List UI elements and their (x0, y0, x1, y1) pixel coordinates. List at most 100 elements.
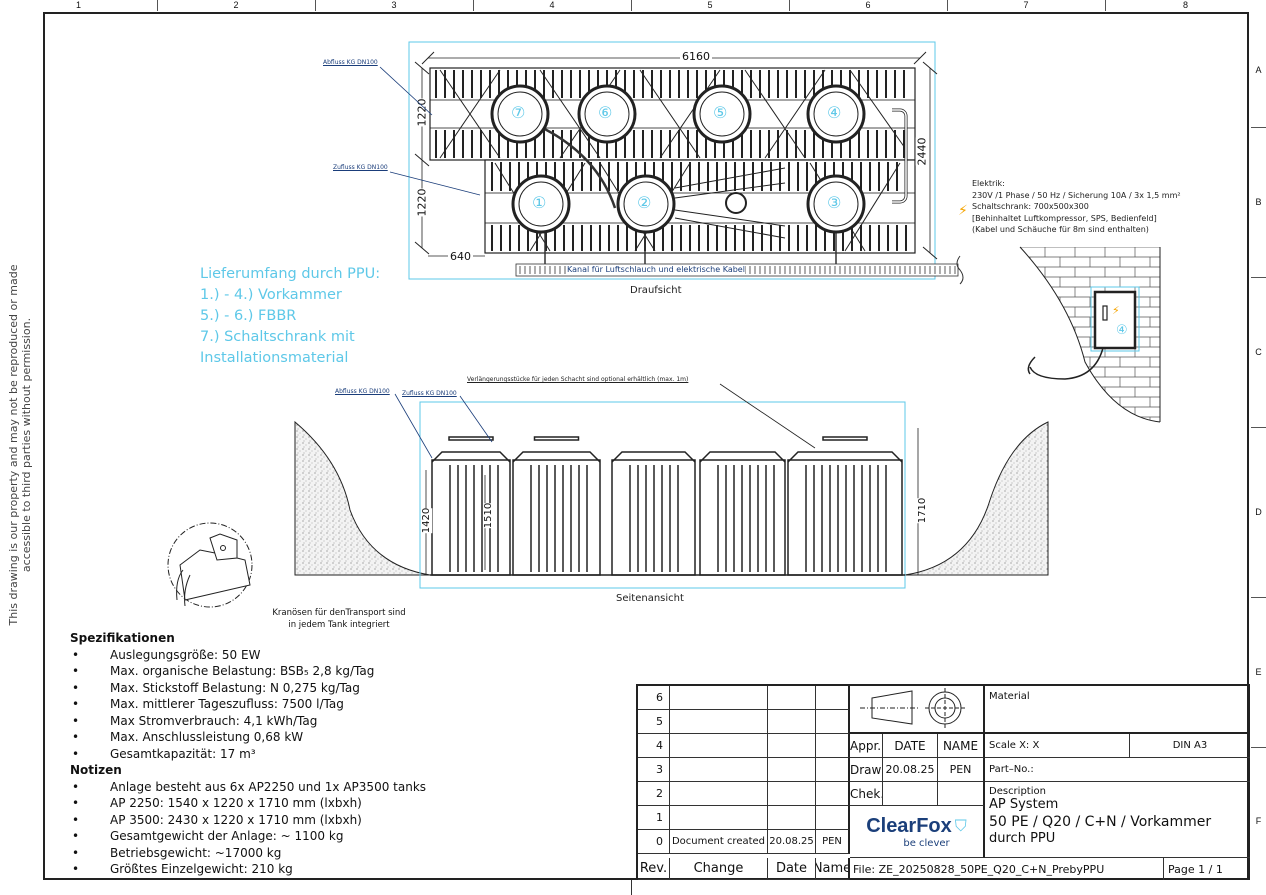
revision-name (816, 710, 850, 734)
revision-name (816, 734, 850, 758)
logo-wordmark: ClearFox (866, 814, 952, 837)
copyright-notice: This drawing is our property and may not… (7, 264, 33, 626)
description-line: AP System (989, 797, 1059, 812)
revision-change (670, 758, 768, 782)
revision-name (816, 758, 850, 782)
tank-number-2: ② (637, 193, 652, 212)
top-outflow-label: Abfluss KG DN100 (323, 59, 378, 66)
tank-number-5: ⑤ (713, 103, 728, 122)
electrical-line: Elektrik: (972, 179, 1005, 188)
electrical-info: Elektrik: 230V /1 Phase / 50 Hz / Sicher… (972, 178, 1181, 236)
note-item: Anlage besteht aus 6x AP2250 und 1x AP35… (70, 779, 426, 796)
note-item: AP 2250: 1540 x 1220 x 1710 mm (lxbxh) (70, 795, 426, 812)
tank-5 (692, 84, 752, 144)
description-line: durch PPU (989, 831, 1056, 846)
tank-2 (616, 174, 676, 234)
lightning-icon: ⚡ (958, 203, 968, 219)
tank-7 (490, 84, 550, 144)
dim-6160: 6160 (680, 50, 712, 63)
revision-name (816, 782, 850, 806)
wall-cabinet-illustration (1019, 246, 1161, 423)
zone-row-e: E (1251, 597, 1266, 748)
spec-item: Max Stromverbrauch: 4,1 kWh/Tag (70, 713, 426, 730)
supply-item: 1.) - 4.) Vorkammer (200, 287, 342, 303)
leader-lines-top (379, 66, 481, 196)
revision-number: 6 (638, 686, 670, 710)
supply-scope: Lieferumfang durch PPU: 1.) - 4.) Vorkam… (200, 264, 380, 369)
electrical-line: (Kabel und Schäuche für 8m sind enthalte… (972, 225, 1149, 234)
spec-item: Max. organische Belastung: BSB₅ 2,8 kg/T… (70, 663, 426, 680)
zone-row-c: C (1251, 277, 1266, 428)
format-field: DIN A3 (1130, 734, 1250, 758)
page-number-field: Page 1 / 1 (1168, 862, 1223, 876)
zone-col-2: 2 (157, 0, 316, 11)
company-logo: ClearFox ⛉ be clever (850, 806, 985, 858)
side-inflow-label: Zufluss KG DN100 (402, 390, 457, 397)
checked-date (883, 782, 938, 806)
drawn-label: Draw (850, 758, 883, 782)
zone-row-f: F (1255, 816, 1262, 826)
tank-3 (806, 174, 866, 234)
revision-name: PEN (816, 830, 850, 854)
revision-name (816, 806, 850, 830)
date-header: Date (768, 858, 816, 880)
checked-label: Chek. (850, 782, 883, 806)
zone-col-5: 5 (631, 0, 790, 11)
tank-number-7: ⑦ (511, 103, 526, 122)
extension-note: Verlängerungsstücke für jeden Schacht si… (467, 376, 689, 383)
electrical-line: [Behinhaltet Luftkompressor, SPS, Bedien… (972, 213, 1157, 223)
revision-change (670, 734, 768, 758)
spec-item: Max. mittlerer Tageszufluss: 7500 l/Tag (70, 696, 426, 713)
revision-change: Document created (670, 830, 768, 854)
top-inflow-label: Zufluss KG DN100 (333, 164, 388, 171)
lifting-eye-detail (167, 522, 253, 608)
electrical-line: 230V /1 Phase / 50 Hz / Sicherung 10A / … (972, 190, 1181, 200)
name-header: Name (816, 858, 850, 880)
revision-date (768, 758, 816, 782)
change-header: Change (670, 858, 768, 880)
revision-number: 0 (638, 830, 670, 854)
supply-item: 7.) Schaltschrank mit (200, 329, 355, 345)
file-name-field: File: ZE_20250828_50PE_Q20_C+N_PrebyPPU (850, 858, 1164, 880)
name-column-label: NAME (938, 734, 985, 758)
revision-number: 3 (638, 758, 670, 782)
note-item: AP 3500: 2430 x 1220 x 1710 mm (lxbxh) (70, 812, 426, 829)
dim-1420: 1420 (421, 507, 433, 534)
checked-name (938, 782, 985, 806)
description-line: 50 PE / Q20 / C+N / Vorkammer (989, 814, 1212, 830)
zone-col-8: 8 (1182, 0, 1188, 10)
revision-date (768, 686, 816, 710)
tank-number-3: ③ (827, 193, 842, 212)
revision-date: 20.08.25 (768, 830, 816, 854)
zone-col-3: 3 (315, 0, 474, 11)
zone-col-1: 1 (0, 0, 158, 11)
approved-label: Appr. (850, 734, 883, 758)
revision-date (768, 710, 816, 734)
revision-date (768, 806, 816, 830)
date-column-label: DATE (883, 734, 938, 758)
detail-caption-line: in jedem Tank integriert (288, 620, 390, 630)
revision-number: 5 (638, 710, 670, 734)
description-field: Description AP System 50 PE / Q20 / C+N … (985, 782, 1250, 858)
revision-change (670, 782, 768, 806)
rev-header: Rev. (638, 858, 670, 880)
zone-row-a: A (1251, 12, 1266, 128)
supply-item: 5.) - 6.) FBBR (200, 308, 297, 324)
note-item: Betriebsgewicht: ~17000 kg (70, 845, 426, 862)
specs-title: Spezifikationen (70, 631, 175, 645)
dim-2440: 2440 (915, 137, 929, 166)
dim-1510: 1510 (483, 502, 495, 529)
cabinet-lightning-icon: ⚡ (1112, 304, 1120, 317)
scale-field: Scale X: X (985, 734, 1130, 758)
supply-item: Installationsmaterial (200, 350, 349, 366)
specifications: Spezifikationen Auslegungsgröße: 50 EW M… (70, 630, 426, 878)
tank-number-4: ④ (827, 103, 842, 122)
side-view-caption: Seitenansicht (616, 593, 684, 604)
spec-item: Gesamtkapazität: 17 m³ (70, 746, 426, 763)
tank-circles (490, 84, 866, 239)
revision-date (768, 734, 816, 758)
spec-item: Max. Anschlussleistung 0,68 kW (70, 729, 426, 746)
note-item: Gesamtgewicht der Anlage: ~ 1100 kg (70, 828, 426, 845)
zone-col-4: 4 (473, 0, 632, 11)
